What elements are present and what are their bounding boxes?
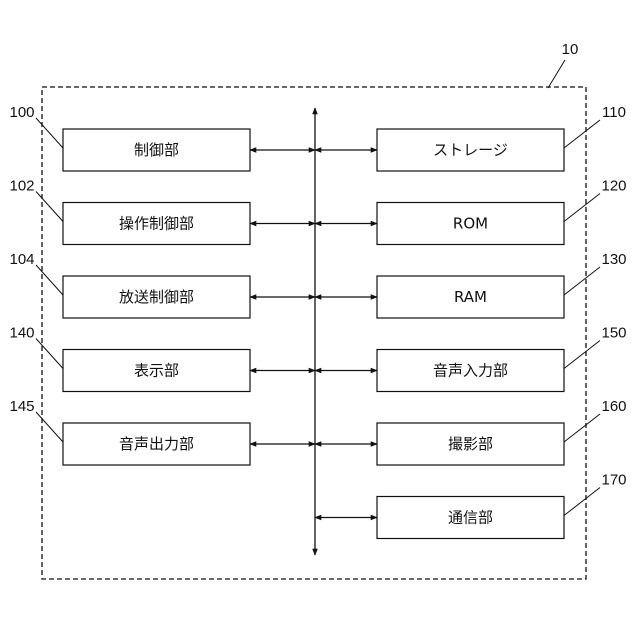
block-label: 通信部: [448, 509, 493, 527]
ref-leader-line: [564, 194, 600, 222]
ref-leader-line: [564, 267, 600, 295]
ref-leader-line: [564, 414, 600, 442]
block-right-3: 音声入力部 150: [315, 325, 627, 392]
ref-leader-line: [36, 339, 63, 369]
block-label: 放送制御部: [119, 288, 194, 306]
device-ref-leader: [548, 60, 565, 88]
block-label: 操作制御部: [119, 215, 194, 233]
right-blocks: ストレージ 110ROM 120RAM 130 音声入力部 150 撮影部 160 通信部 170: [315, 104, 627, 539]
block-label: 制御部: [134, 141, 179, 159]
block-label: ROM: [453, 215, 488, 233]
block-left-0: 制御部 100: [9, 104, 315, 171]
block-right-4: 撮影部 160: [315, 398, 627, 465]
ref-leader-line: [36, 192, 63, 222]
block-label: ストレージ: [433, 141, 508, 159]
ref-leader-line: [564, 120, 600, 148]
block-right-0: ストレージ 110: [315, 104, 626, 171]
left-blocks: 制御部 100 操作制御部 102 放送制御部 104 表示部 140 音声出力部 145: [9, 104, 315, 465]
ref-number: 170: [601, 472, 626, 489]
ref-number: 130: [601, 251, 626, 268]
block-label: 表示部: [134, 362, 179, 380]
block-label: 音声入力部: [433, 362, 508, 380]
block-left-3: 表示部 140: [9, 325, 315, 392]
block-label: 撮影部: [448, 435, 493, 453]
ref-number: 160: [601, 398, 626, 415]
block-label: 音声出力部: [119, 435, 194, 453]
block-right-1: ROM 120: [315, 178, 627, 245]
ref-leader-line: [564, 488, 600, 516]
ref-number: 140: [9, 325, 34, 342]
ref-number: 110: [602, 104, 626, 121]
ref-number: 150: [601, 325, 626, 342]
device-ref-label: 10: [562, 41, 579, 58]
block-left-2: 放送制御部 104: [9, 251, 315, 318]
ref-leader-line: [36, 118, 63, 148]
block-left-4: 音声出力部 145: [9, 398, 315, 465]
ref-leader-line: [564, 341, 600, 369]
ref-leader-line: [36, 412, 63, 442]
ref-number: 100: [9, 104, 34, 121]
ref-number: 120: [601, 178, 626, 195]
ref-number: 104: [9, 251, 34, 268]
ref-leader-line: [36, 265, 63, 295]
block-label: RAM: [454, 288, 487, 306]
ref-number: 145: [9, 398, 34, 415]
block-right-5: 通信部 170: [315, 472, 627, 539]
block-right-2: RAM 130: [315, 251, 627, 318]
ref-number: 102: [9, 178, 34, 195]
block-left-1: 操作制御部 102: [9, 178, 315, 245]
